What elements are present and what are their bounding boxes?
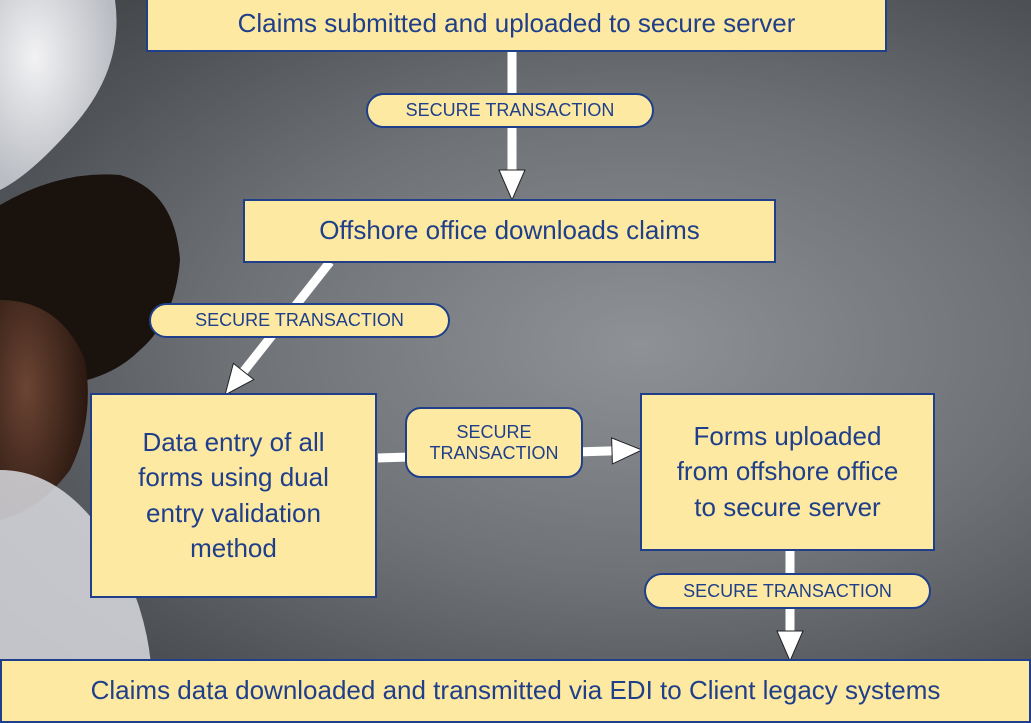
- step-claims-submitted: Claims submitted and uploaded to secure …: [146, 0, 887, 52]
- secure-transaction-label-4: SECURE TRANSACTION: [644, 573, 931, 609]
- secure-transaction-label-1: SECURE TRANSACTION: [366, 93, 654, 128]
- secure-transaction-label-3: SECURE TRANSACTION: [405, 407, 583, 478]
- step-final-edi-transmission: Claims data downloaded and transmitted v…: [0, 659, 1031, 723]
- step-forms-uploaded: Forms uploaded from offshore office to s…: [640, 393, 935, 551]
- step-data-entry: Data entry of all forms using dual entry…: [90, 393, 377, 598]
- step-offshore-download: Offshore office downloads claims: [243, 199, 776, 263]
- secure-transaction-label-2: SECURE TRANSACTION: [149, 303, 450, 338]
